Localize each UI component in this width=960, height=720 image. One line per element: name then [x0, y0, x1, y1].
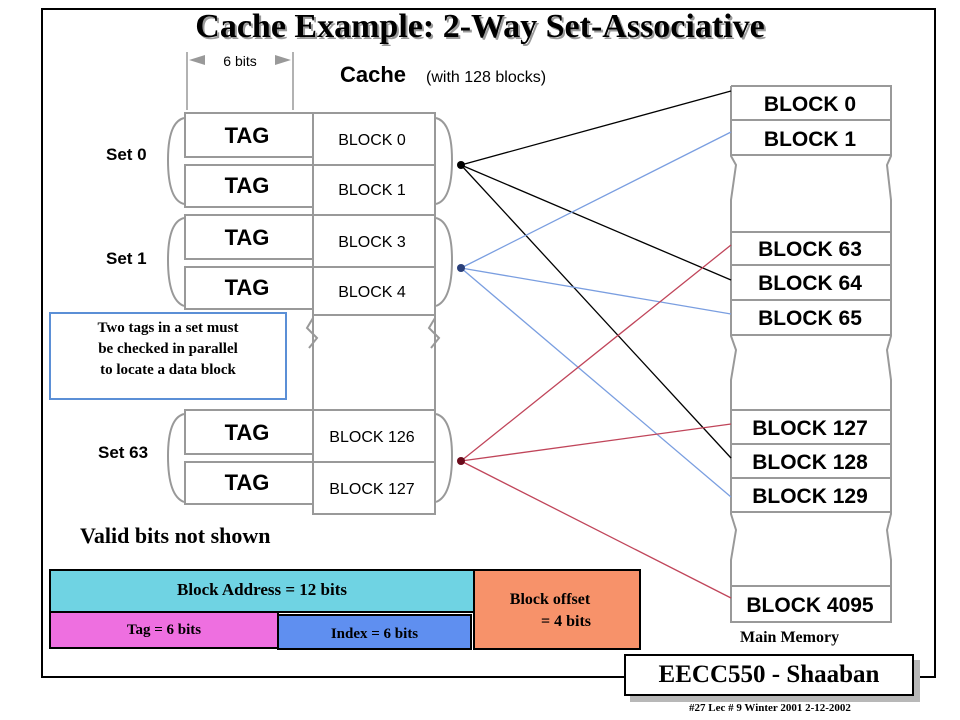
- block-offset-label-2: = 4 bits: [540, 613, 591, 630]
- slide-footer: #27 Lec # 9 Winter 2001 2-12-2002: [689, 702, 851, 714]
- mapping-lines: [460, 90, 732, 599]
- tag-label: TAG: [225, 470, 270, 495]
- slide-frame: [41, 8, 936, 678]
- cache-block-label: BLOCK 3: [338, 234, 406, 251]
- tag-label: TAG: [225, 173, 270, 198]
- block-address-label: Block Address = 12 bits: [177, 580, 347, 599]
- block-address-field: Block Address = 12 bits: [49, 569, 475, 613]
- tag-label: TAG: [225, 420, 270, 445]
- tag-field-label: Tag = 6 bits: [126, 622, 202, 638]
- set-label-63: Set 63: [98, 443, 148, 462]
- main-memory-caption: Main Memory: [740, 629, 840, 646]
- index-field: Index = 6 bits: [277, 614, 472, 650]
- memory-block-label: BLOCK 1: [764, 128, 856, 151]
- title-shadow: Cache Example: 2-Way Set-Associative: [197, 10, 767, 47]
- course-badge: EECC550 - Shaaban: [624, 654, 914, 696]
- cache-block-cell: [312, 461, 436, 515]
- set-label-1: Set 1: [106, 249, 147, 268]
- block-offset-field: Block offset = 4 bits: [473, 569, 641, 650]
- callout-line: be checked in parallel: [98, 341, 238, 357]
- cache-block-label: BLOCK 0: [338, 132, 406, 149]
- cache-block-label: BLOCK 127: [329, 481, 414, 498]
- tag-label: TAG: [225, 123, 270, 148]
- memory-block-label: BLOCK 127: [752, 417, 868, 440]
- cache-break-mark: [305, 317, 441, 349]
- tag-cell: [184, 409, 314, 455]
- cache-heading: Cache: [340, 62, 406, 87]
- tag-label: TAG: [225, 275, 270, 300]
- main-memory: [730, 85, 892, 623]
- tag-width-dimension: 6 bits: [186, 52, 294, 110]
- index-field-label: Index = 6 bits: [330, 626, 419, 642]
- tag-cell: [184, 164, 314, 208]
- tag-label: TAG: [225, 225, 270, 250]
- memory-block-label: BLOCK 64: [758, 272, 862, 295]
- cache-block-cell: [312, 409, 436, 463]
- course-badge-text: EECC550 - Shaaban: [658, 661, 880, 688]
- set-label-0: Set 0: [106, 145, 147, 164]
- set-brackets-right: [435, 117, 454, 503]
- memory-block-label: BLOCK 0: [764, 93, 856, 116]
- set-brackets-left: [166, 117, 185, 503]
- cache-block-cell: [312, 266, 436, 316]
- memory-block-label: BLOCK 65: [758, 307, 862, 330]
- cache-block-label: BLOCK 4: [338, 284, 406, 301]
- cache-block-label: BLOCK 1: [338, 182, 406, 199]
- valid-bits-note: Valid bits not shown: [80, 523, 271, 548]
- cache-block-cell: [312, 112, 436, 166]
- title-text: Cache Example: 2-Way Set-Associative: [195, 8, 765, 45]
- set1-connector-dot: [457, 264, 465, 272]
- cache-heading-note: (with 128 blocks): [426, 69, 546, 86]
- parallel-check-callout: Two tags in a set must be checked in par…: [49, 312, 287, 400]
- callout-line: Two tags in a set must: [97, 320, 239, 336]
- set0-connector-dot: [457, 161, 465, 169]
- cache-block-cell: [312, 214, 436, 268]
- cache-block-cell: [312, 164, 436, 216]
- set63-connector-dot: [457, 457, 465, 465]
- tag-cell: [184, 266, 314, 310]
- tag-field: Tag = 6 bits: [49, 611, 279, 649]
- tag-width-label: 6 bits: [223, 53, 256, 69]
- memory-block-label: BLOCK 128: [752, 451, 868, 474]
- block-offset-label-1: Block offset: [509, 591, 591, 608]
- callout-line: to locate a data block: [100, 362, 236, 378]
- cache-block-label: BLOCK 126: [329, 429, 414, 446]
- memory-block-label: BLOCK 63: [758, 238, 862, 261]
- memory-block-label: BLOCK 4095: [746, 594, 874, 617]
- memory-block-label: BLOCK 129: [752, 485, 868, 508]
